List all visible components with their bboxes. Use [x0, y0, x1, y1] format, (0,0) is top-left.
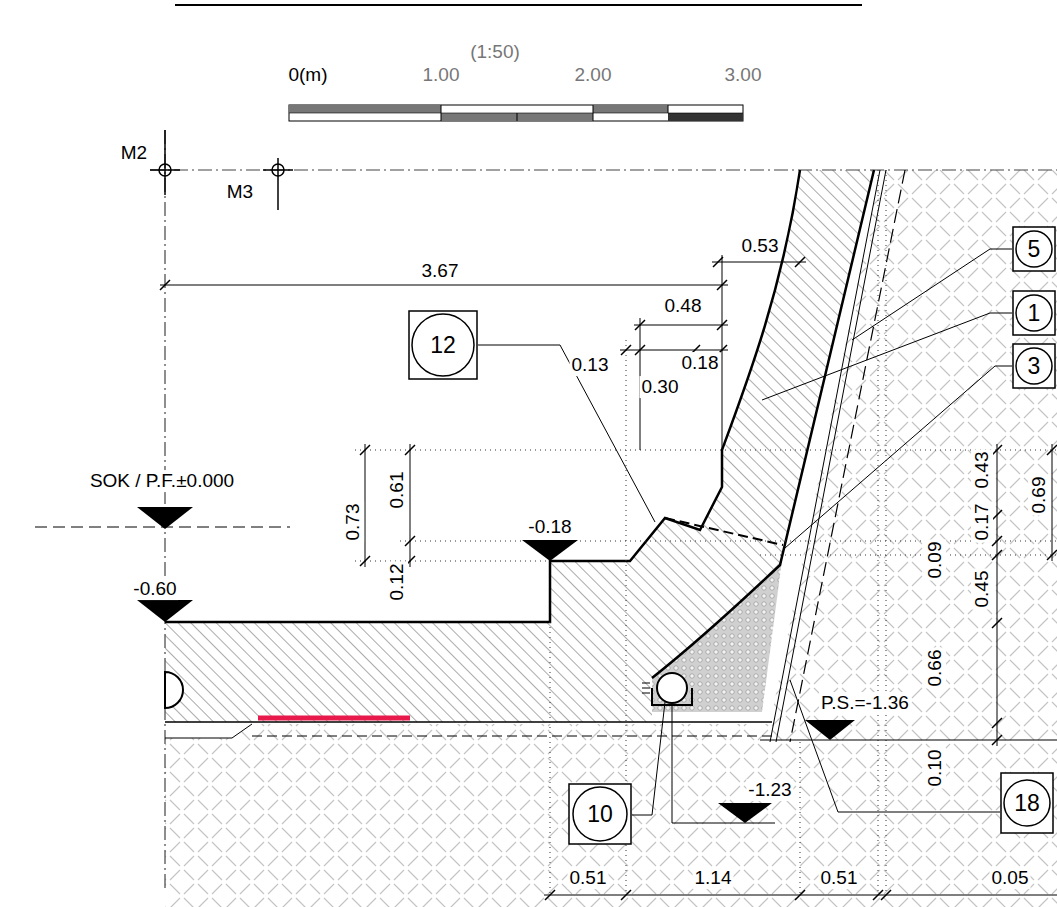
- drawing-label: 0.53: [740, 235, 781, 257]
- drawing-label: (1:50): [468, 41, 522, 63]
- callout-number: 18: [1014, 792, 1040, 815]
- drawing-label: -1.23: [746, 779, 793, 801]
- reference-lines: [355, 170, 1057, 895]
- vertical-dimension: 0.66: [924, 648, 946, 689]
- drawing-label: P.S.=-1.36: [819, 692, 911, 714]
- drawing-label: 0.30: [640, 376, 681, 398]
- vertical-dimension: 0.73: [342, 502, 364, 543]
- callout-number: 5: [1028, 238, 1041, 261]
- callout-frame: [1013, 344, 1055, 388]
- callout-number: 12: [430, 334, 456, 357]
- leader-lines: [478, 249, 1012, 815]
- drawing-label: M3: [225, 181, 255, 203]
- vertical-dimension: 0.10: [924, 748, 946, 789]
- dimension-lines: [160, 255, 1057, 900]
- drawing-label: 0.48: [663, 295, 704, 317]
- callout-circle: [412, 314, 474, 376]
- callout-circle: [1016, 295, 1052, 331]
- vertical-dimension: 0.45: [971, 569, 993, 610]
- drawing-label: SOK / P.F.±0.000: [88, 470, 236, 492]
- callout-circle: [1004, 780, 1050, 826]
- vertical-dimension: 0.17: [971, 502, 993, 543]
- drawing-label: 0(m): [286, 64, 329, 86]
- drawing-label: 0.05: [990, 867, 1031, 889]
- rule: [175, 4, 862, 6]
- drain-pipe: [642, 673, 692, 705]
- vertical-dimension: 0.09: [924, 540, 946, 581]
- callout-box: 10: [568, 783, 632, 845]
- callout-box: 12: [408, 310, 478, 380]
- vertical-dimension: 0.12: [386, 562, 408, 603]
- level-leader: [672, 705, 775, 823]
- callout-box: 3: [1012, 343, 1056, 389]
- drawing-label: 0.51: [568, 867, 609, 889]
- concrete: [165, 170, 874, 722]
- callout-number: 10: [587, 803, 613, 826]
- drawing-label: 0.13: [570, 354, 611, 376]
- callout-box: 5: [1012, 226, 1056, 272]
- callout-frame: [569, 784, 631, 844]
- drawing-label: M2: [119, 142, 149, 164]
- axis-lines: [150, 130, 1057, 890]
- soil: [165, 170, 1057, 907]
- callout-box: 18: [1000, 772, 1054, 834]
- drawing-label: 0.18: [680, 352, 721, 374]
- drawing-label: 3.00: [723, 64, 764, 86]
- level-line: [760, 740, 1057, 741]
- drawing-label: 2.00: [573, 64, 614, 86]
- scale-bar: [289, 105, 743, 121]
- drawing-label: 3.67: [420, 260, 461, 282]
- callout-box: 1: [1012, 290, 1056, 336]
- structure-outlines: [165, 170, 905, 742]
- callout-frame: [1001, 773, 1053, 833]
- drawing-label: -0.18: [526, 516, 573, 538]
- callout-number: 1: [1028, 302, 1041, 325]
- red-marker-line: [258, 716, 410, 721]
- axis-markers: [150, 130, 293, 210]
- drawing-label: 1.00: [421, 64, 462, 86]
- callout-circle: [573, 787, 627, 841]
- callout-number: 3: [1028, 355, 1041, 378]
- drawing-label: 1.14: [693, 867, 734, 889]
- level-markers: [137, 507, 855, 823]
- drawing-label: 0.51: [819, 867, 860, 889]
- drain-half-pipe: [165, 672, 183, 708]
- vertical-dimension: 0.61: [386, 470, 408, 511]
- callout-circle: [1016, 348, 1052, 384]
- vertical-dimension: 0.43: [971, 450, 993, 491]
- callout-circle: [1016, 231, 1052, 267]
- callout-frame: [1013, 227, 1055, 271]
- drawing-label: -0.60: [131, 578, 178, 600]
- callout-frame: [409, 311, 477, 379]
- vertical-dimension: 0.69: [1028, 475, 1050, 516]
- callout-frame: [1013, 291, 1055, 335]
